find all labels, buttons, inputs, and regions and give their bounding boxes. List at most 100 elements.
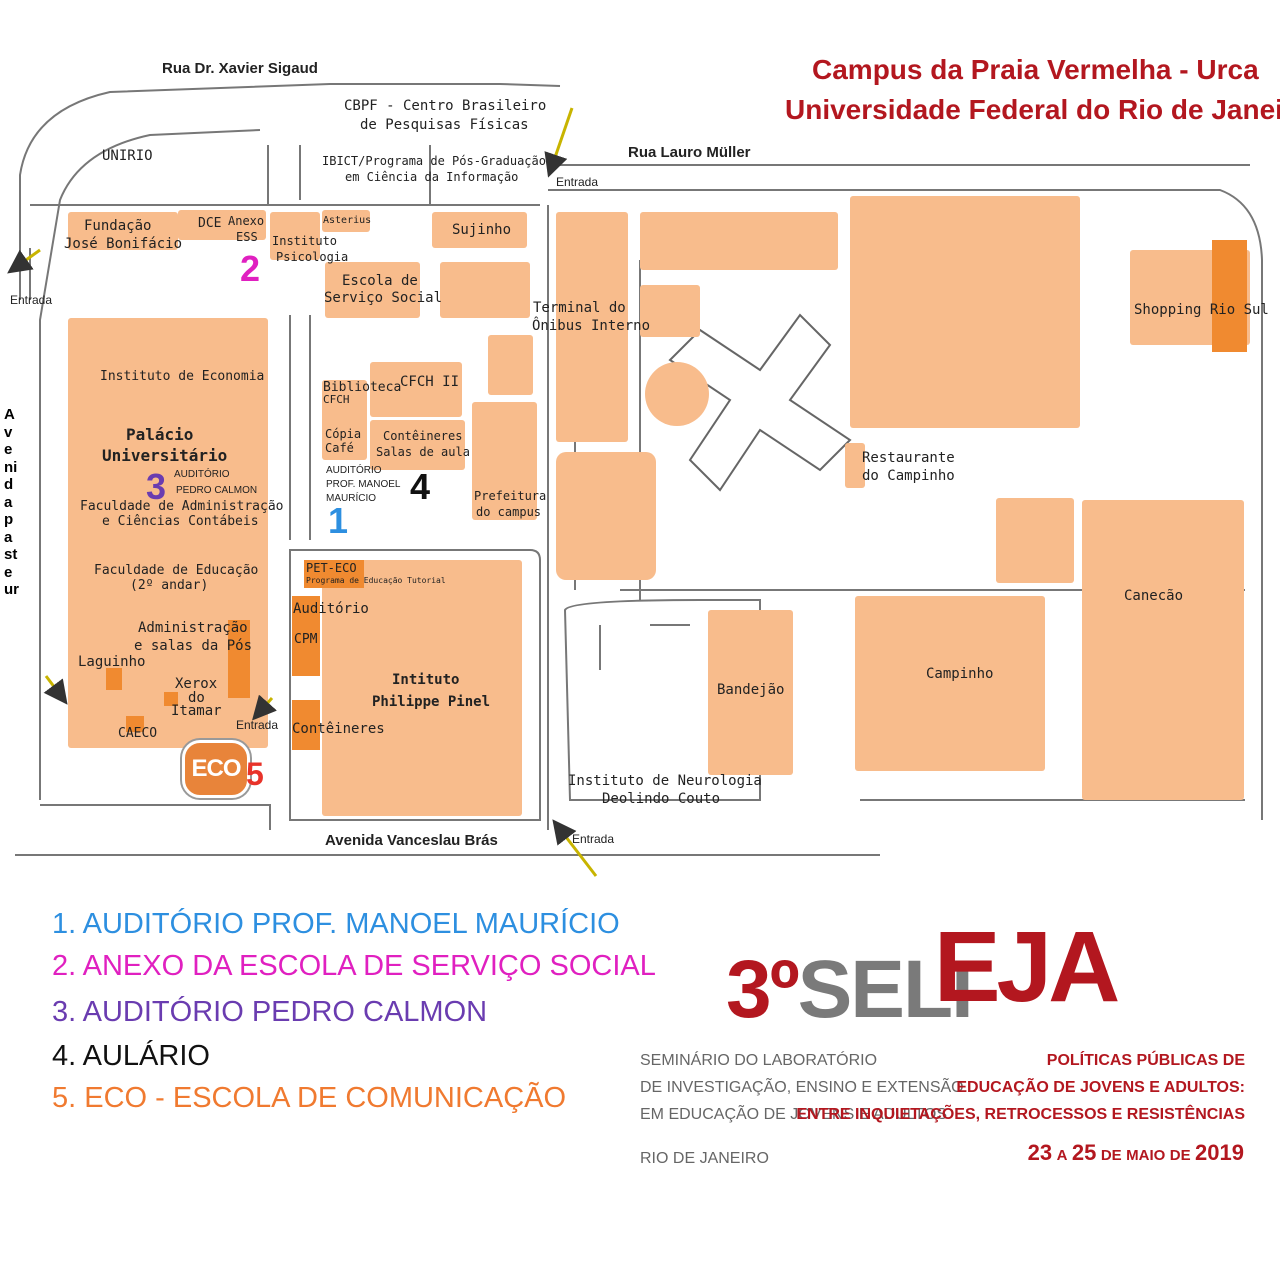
logo-eja: EJA bbox=[933, 911, 1121, 1023]
event-logo: 3ºSELIEJA bbox=[726, 911, 1120, 1035]
building-campinho bbox=[855, 596, 1045, 771]
label-facc-1: Faculdade de Administração bbox=[80, 499, 284, 514]
eco-logo-text: ECO bbox=[191, 755, 241, 782]
entrance-label-palacio: Entrada bbox=[236, 718, 279, 732]
label-psicologia-1: Instituto bbox=[272, 234, 338, 248]
label-unirio: UNIRIO bbox=[102, 148, 153, 164]
street-lauro-muller: Rua Lauro Müller bbox=[628, 144, 751, 161]
date-de-2: DE bbox=[1169, 1147, 1191, 1164]
label-conteineres-2: Salas de aula bbox=[376, 445, 470, 459]
label-pinel-2: Philippe Pinel bbox=[372, 694, 491, 710]
building-fundacao bbox=[68, 212, 178, 250]
label-pet-eco-1: PET-ECO bbox=[306, 561, 357, 575]
label-shopping: Shopping Rio Sul bbox=[1134, 302, 1269, 318]
building-block-c bbox=[640, 212, 838, 270]
logo-number: 3º bbox=[726, 944, 800, 1035]
building-block-b bbox=[488, 335, 533, 395]
entrance-label-south: Entrada bbox=[572, 832, 615, 846]
building-terminal-1 bbox=[556, 212, 628, 442]
date-year: 2019 bbox=[1195, 1140, 1244, 1165]
label-cbpf-1: CBPF - Centro Brasileiro bbox=[344, 98, 547, 114]
marker-2: 2 bbox=[240, 248, 261, 289]
label-asterius: Asterius bbox=[323, 215, 372, 226]
building-laguinho-dark bbox=[106, 668, 122, 690]
building-bandejao bbox=[708, 610, 793, 775]
theme-line-2: EDUCAÇÃO DE JOVENS E ADULTOS: bbox=[956, 1079, 1245, 1096]
building-admin-dark bbox=[228, 620, 250, 698]
event-date: 23 A 25 DE MAIO DE 2019 bbox=[1028, 1140, 1244, 1166]
label-copia-1: Cópia bbox=[325, 427, 362, 441]
label-sujinho: Sujinho bbox=[452, 222, 512, 238]
legend-item-4: 4. AULÁRIO bbox=[52, 1040, 210, 1072]
building-block-d bbox=[640, 285, 700, 337]
building-pinel bbox=[322, 560, 522, 816]
label-psicologia-2: Psicologia bbox=[276, 250, 349, 264]
building-pet-eco bbox=[304, 560, 364, 588]
label-canecao: Canecão bbox=[1124, 588, 1184, 604]
date-a: A bbox=[1056, 1147, 1068, 1164]
label-ibict-1: IBICT/Programa de Pós-Graduação bbox=[322, 154, 546, 168]
label-anexo-1: Anexo bbox=[228, 214, 265, 228]
building-big-ne bbox=[850, 196, 1080, 428]
label-copia-2: Café bbox=[325, 441, 354, 455]
building-psicologia bbox=[270, 212, 320, 260]
label-caeco: CAECO bbox=[118, 726, 158, 741]
label-xerox-1: Xerox bbox=[175, 676, 218, 692]
label-pinel-1: Intituto bbox=[392, 672, 460, 688]
marker-1: 1 bbox=[328, 500, 349, 541]
label-ibict-2: em Ciência da Informação bbox=[345, 170, 519, 184]
label-terminal-1: Terminal do bbox=[533, 300, 626, 316]
label-palacio-2: Universitário bbox=[102, 446, 228, 465]
label-bandejao: Bandejão bbox=[717, 682, 785, 698]
date-end: 25 bbox=[1071, 1140, 1097, 1165]
label-conteineres-south: Contêineres bbox=[292, 721, 385, 737]
theme-line-3: ENTRE INQUIETAÇÕES, RETROCESSOS E RESIST… bbox=[796, 1106, 1245, 1123]
label-dce: DCE bbox=[198, 216, 222, 231]
label-facc-2: e Ciências Contábeis bbox=[102, 514, 259, 529]
eco-logo: ECO bbox=[182, 740, 250, 798]
date-start: 23 bbox=[1027, 1140, 1053, 1165]
date-month: MAIO bbox=[1126, 1147, 1166, 1164]
building-restaurante bbox=[845, 443, 865, 488]
seminar-line-3: EM EDUCAÇÃO DE JOVENS E ADULTOS bbox=[640, 1106, 948, 1123]
street-xavier-sigaud: Rua Dr. Xavier Sigaud bbox=[162, 60, 318, 77]
label-ess-2: Serviço Social bbox=[324, 290, 443, 306]
label-restaurante-1: Restaurante bbox=[862, 450, 955, 466]
building-canecao bbox=[1082, 500, 1244, 800]
marker-5: 5 bbox=[246, 756, 264, 792]
label-campinho: Campinho bbox=[926, 666, 994, 682]
building-round bbox=[645, 362, 709, 426]
label-fundacao-1: Fundação bbox=[84, 218, 152, 234]
label-cbpf-2: de Pesquisas Físicas bbox=[360, 117, 529, 133]
building-copia bbox=[322, 380, 367, 460]
label-laguinho: Laguinho bbox=[78, 654, 146, 670]
label-auditorio: Auditório bbox=[293, 601, 369, 617]
label-xerox-3: Itamar bbox=[171, 703, 222, 719]
label-neurologia-1: Instituto de Neurologia bbox=[568, 773, 762, 789]
label-xerox-2: do bbox=[188, 690, 205, 706]
label-prefeitura-2: do campus bbox=[476, 505, 542, 519]
label-anexo-2: ESS bbox=[236, 230, 258, 244]
building-block-f bbox=[996, 498, 1074, 583]
label-educacao-1: Faculdade de Educação bbox=[94, 563, 259, 578]
legend-item-3: 3. AUDITÓRIO PEDRO CALMON bbox=[52, 996, 488, 1028]
building-xerox-dark bbox=[164, 692, 178, 706]
label-prefeitura-1: Prefeitura bbox=[474, 489, 547, 503]
building-asterius bbox=[322, 210, 370, 232]
building-ess bbox=[325, 262, 420, 318]
label-pet-eco-2: Programa de Educação Tutorial bbox=[306, 576, 446, 585]
label-auditorio-pc-2: PEDRO CALMON bbox=[176, 485, 258, 496]
building-block-e bbox=[556, 452, 656, 580]
entrance-label-west: Entrada bbox=[10, 293, 53, 307]
label-economia: Instituto de Economia bbox=[100, 369, 265, 384]
seminar-line-2: DE INVESTIGAÇÃO, ENSINO E EXTENSÃO bbox=[640, 1079, 964, 1096]
building-conteineres bbox=[370, 420, 465, 470]
label-cpm: CPM bbox=[294, 632, 318, 647]
campus-map: Campus da Praia Vermelha - Urca Universi… bbox=[4, 54, 1280, 877]
label-conteineres-1: Contêineres bbox=[383, 429, 463, 443]
label-restaurante-2: do Campinho bbox=[862, 468, 955, 484]
label-cfch2: CFCH II bbox=[400, 374, 460, 390]
label-ess-1: Escola de bbox=[342, 273, 418, 289]
label-auditorio-mm-3: MAURÍCIO bbox=[326, 493, 376, 504]
label-biblioteca-1: Biblioteca bbox=[323, 380, 402, 395]
